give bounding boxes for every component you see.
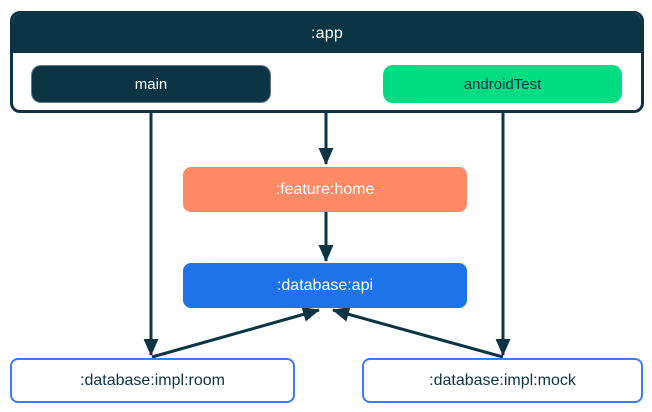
- app-module-title: :app: [311, 24, 343, 42]
- node-database-impl-mock: :database:impl:mock: [362, 358, 643, 403]
- node-database-impl-mock-label: :database:impl:mock: [429, 371, 576, 389]
- node-database-impl-room-label: :database:impl:room: [80, 371, 225, 389]
- edge-database-impl-mock-to-database-api: [332, 307, 504, 359]
- source-set-main-label: main: [134, 75, 168, 93]
- node-database-api: :database:api: [183, 263, 467, 308]
- node-database-impl-room: :database:impl:room: [10, 358, 295, 403]
- node-database-api-label: :database:api: [276, 276, 374, 294]
- node-feature-home-label: :feature:home: [275, 180, 375, 198]
- source-set-androidtest-label: androidTest: [463, 75, 542, 93]
- app-module-header: :app: [13, 14, 641, 53]
- edge-database-impl-room-to-database-api: [151, 307, 320, 359]
- source-set-androidtest-pill: androidTest: [383, 65, 622, 103]
- node-feature-home: :feature:home: [183, 167, 467, 212]
- source-set-main-pill: main: [31, 65, 271, 103]
